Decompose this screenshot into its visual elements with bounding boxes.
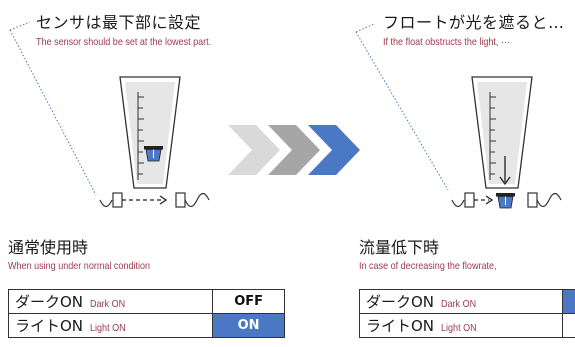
state-off: OFF: [212, 289, 285, 314]
right-leader-line: [355, 31, 449, 191]
row-label: ライトON: [15, 317, 84, 335]
table-row: ライトON Light ON: [358, 313, 575, 338]
row-label: ダークON: [366, 293, 435, 311]
right-float: [496, 193, 515, 209]
state-off: [562, 313, 575, 338]
process-arrows: [228, 125, 360, 175]
row-label-en: Dark ON: [441, 298, 477, 310]
state-on: ON: [212, 313, 285, 338]
table-row: ダークON Dark ON OFF: [7, 289, 285, 314]
row-label-en: Dark ON: [90, 298, 126, 310]
left-heading: センサは最下部に設定: [36, 13, 202, 32]
left-caption: 通常使用時: [8, 238, 89, 257]
left-caption-en: When using under normal condition: [8, 260, 151, 272]
row-label-en: Light ON: [441, 322, 477, 334]
right-heading: フロートが光を遮ると…: [383, 13, 565, 32]
left-state-table: ダークON Dark ON OFF ライトON Light ON ON: [7, 289, 285, 338]
left-float: [144, 146, 163, 162]
right-caption: 流量低下時: [359, 238, 440, 257]
left-leader-tick: [9, 21, 31, 31]
right-heading-en: If the float obstructs the light, ···: [383, 36, 510, 48]
left-leader-line: [9, 29, 97, 196]
row-label: ダークON: [15, 293, 84, 311]
left-sensor-pair: [99, 192, 210, 208]
right-state-table: ダークON Dark ON ライトON Light ON: [358, 289, 575, 338]
right-caption-en: In case of decreasing the flowrate,: [359, 260, 497, 272]
left-flowmeter: [119, 76, 181, 189]
right-sensor-pair: [451, 192, 562, 208]
right-flowmeter: [471, 76, 533, 209]
table-row: ダークON Dark ON: [358, 289, 575, 314]
state-on: [562, 289, 575, 314]
right-leader-tick: [355, 23, 375, 33]
left-heading-en: The sensor should be set at the lowest p…: [36, 36, 212, 48]
row-label: ライトON: [366, 317, 435, 335]
row-label-en: Light ON: [90, 322, 126, 334]
table-row: ライトON Light ON ON: [7, 313, 285, 338]
